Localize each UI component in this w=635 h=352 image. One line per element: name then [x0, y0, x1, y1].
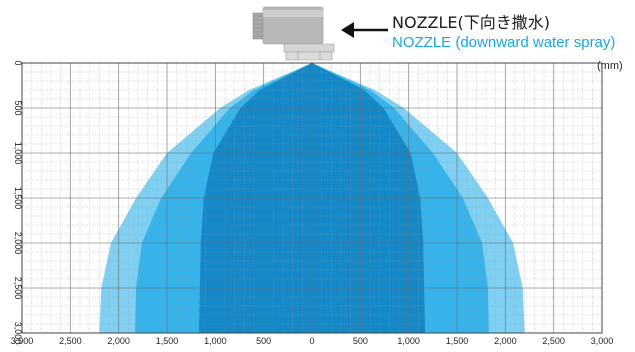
- y-tick-label: 1,000: [13, 142, 23, 165]
- plot-border: [21, 62, 603, 334]
- x-tick-label: 1,000: [397, 336, 420, 346]
- x-tick-label: 2,500: [542, 336, 565, 346]
- y-tick-label: 0: [13, 60, 23, 65]
- arrow-head: [341, 22, 354, 38]
- arrow-icon: [341, 22, 388, 38]
- y-tick-label: 500: [13, 100, 23, 115]
- x-tick-label: 3,000: [11, 336, 34, 346]
- nozzle-label: NOZZLE(下向き撒水): [392, 13, 550, 32]
- x-tick-label: 2,000: [107, 336, 130, 346]
- nozzle-thread: [252, 12, 264, 40]
- x-tick-label: 0: [309, 336, 314, 346]
- x-tick-label: 2,500: [59, 336, 82, 346]
- x-tick-label: 1,500: [156, 336, 179, 346]
- x-tick-label: 500: [353, 336, 368, 346]
- nozzle-tip: [285, 51, 333, 61]
- x-tick-label: 1,000: [204, 336, 227, 346]
- x-tick-label: 500: [256, 336, 271, 346]
- y-tick-label: 2,500: [13, 277, 23, 300]
- y-tick-label: 1,500: [13, 187, 23, 210]
- x-tick-label: 2,000: [494, 336, 517, 346]
- x-tick-label: 1,500: [446, 336, 469, 346]
- nozzle-collar: [283, 43, 335, 53]
- y-tick-label: 2,000: [13, 232, 23, 255]
- y-axis-ticks: 0 500 1,000 1,500 2,000 2,500 3,000: [13, 60, 23, 344]
- unit-label: (mm): [597, 60, 623, 72]
- chart-grid: [21, 62, 603, 334]
- x-axis-ticks: 3,000 2,500 2,000 1,500 1,000 500 0 500 1,000 1,5…: [11, 336, 614, 346]
- nozzle-label-english: NOZZLE (downward water spray): [392, 34, 616, 51]
- nozzle-icon: [252, 6, 335, 61]
- nozzle-body-highlight: [263, 10, 323, 17]
- x-tick-label: 3,000: [591, 336, 614, 346]
- y-tick-label: 3,000: [13, 322, 23, 345]
